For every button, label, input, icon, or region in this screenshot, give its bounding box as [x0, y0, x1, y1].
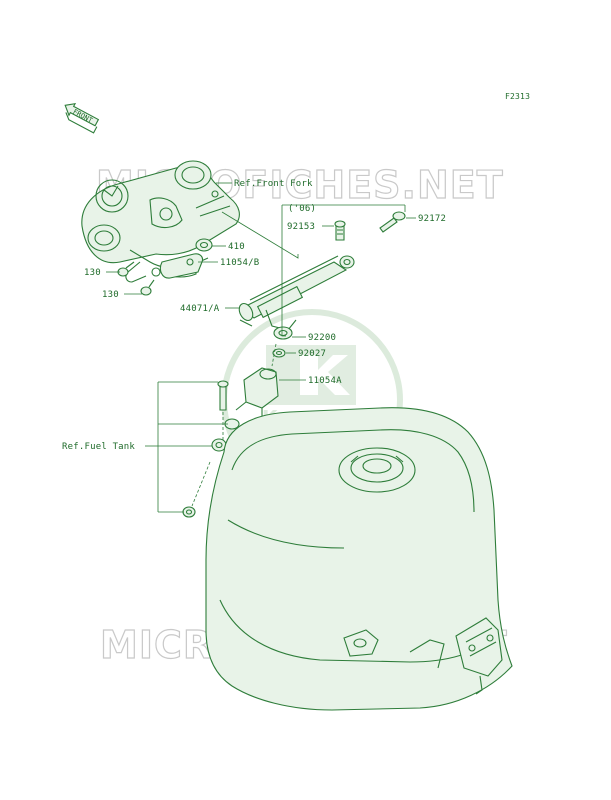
figure-code: F2313	[505, 92, 530, 101]
label-11054b: 11054/B	[220, 258, 259, 268]
part-tank-lower-bolt	[182, 506, 196, 518]
label-92153: 92153	[287, 222, 315, 232]
part-92027-collar	[272, 348, 286, 358]
part-92153-bolt	[334, 220, 346, 241]
label-92200: 92200	[308, 333, 336, 343]
leader-lines	[106, 182, 416, 513]
label-92172: 92172	[418, 214, 446, 224]
label-model-year-note: ('06)	[288, 204, 316, 214]
part-130-bolt-b	[140, 279, 155, 296]
fuel-tank	[205, 407, 513, 711]
label-92027: 92027	[298, 349, 326, 359]
part-11054b-bracket	[159, 253, 204, 279]
part-410-washer	[195, 238, 213, 252]
part-tank-mount-bolt	[217, 380, 229, 411]
part-44071a-steering-damper	[238, 255, 355, 331]
part-92172-bolt	[379, 211, 406, 233]
label-44071a: 44071/A	[180, 304, 220, 314]
part-92200-washer	[273, 326, 293, 340]
label-ref-fuel-tank: Ref.Fuel Tank	[62, 442, 135, 452]
front-direction-arrow: FRONT	[64, 103, 100, 134]
label-410: 410	[228, 242, 245, 252]
label-11054a: 11054A	[308, 376, 342, 386]
label-130-lower: 130	[102, 290, 119, 300]
label-ref-front-fork: Ref.Front Fork	[234, 179, 313, 189]
label-130-upper: 130	[84, 268, 101, 278]
